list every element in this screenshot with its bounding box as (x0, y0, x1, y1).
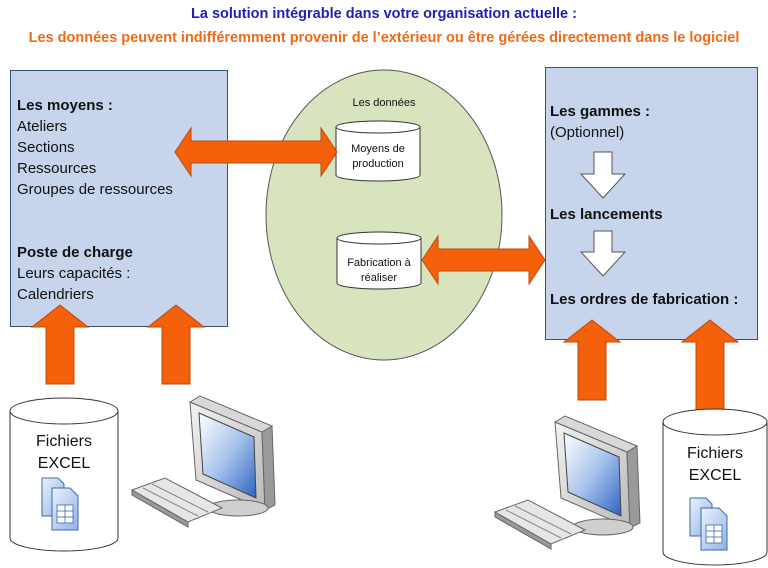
excel-right-label-line2: EXCEL (688, 467, 742, 484)
excel-right-label-line1: Fichiers (686, 445, 743, 462)
diagram-subtitle: Les données peuvent indifféremment prove… (28, 30, 740, 46)
computer-icon (130, 395, 276, 528)
data-zone-ellipse (265, 69, 503, 361)
orders-label: Les ordres de fabrication : (550, 291, 739, 308)
workstation-item: Calendriers (17, 286, 94, 303)
means-item: Ateliers (17, 118, 68, 135)
down-arrow (579, 151, 627, 199)
means-panel: Les moyens : Ateliers Sections Ressource… (10, 70, 228, 327)
launches-label: Les lancements (550, 206, 663, 223)
excel-left-label-line2: EXCEL (37, 455, 91, 472)
diagram-title: La solution intégrable dans votre organi… (191, 6, 577, 22)
db-means-label-line1: Moyens de (351, 143, 405, 155)
means-item: Ressources (17, 160, 97, 177)
ranges-label: Les gammes : (550, 103, 651, 120)
double-arrow-means (174, 126, 338, 178)
means-heading: Les moyens : (17, 97, 113, 114)
db-fabrication-label-line1: Fabrication à (347, 257, 411, 269)
excel-left-label-line1: Fichiers (35, 433, 92, 450)
up-arrow (680, 319, 740, 411)
up-arrow (30, 304, 90, 385)
up-arrow (562, 319, 622, 401)
means-item: Groupes de ressources (17, 181, 173, 198)
db-means-label-line2: production (352, 158, 404, 170)
spreadsheet-icon (689, 497, 728, 551)
production-panel: Les gammes : (Optionnel) Les lancements … (545, 67, 758, 340)
workstation-item: Leurs capacités : (17, 265, 131, 282)
down-arrow (579, 230, 627, 277)
db-fabrication-cylinder (336, 231, 422, 290)
means-item: Sections (17, 139, 75, 156)
excel-files-cylinder-right (662, 408, 768, 566)
workstation-heading: Poste de charge (17, 244, 133, 261)
up-arrow (146, 304, 206, 385)
db-fabrication-label-line2: réaliser (360, 272, 398, 284)
double-arrow-fabrication (421, 234, 546, 286)
excel-files-cylinder-left (9, 397, 119, 552)
computer-icon (493, 415, 641, 550)
db-means-cylinder (335, 120, 421, 182)
data-zone-label: Les données (352, 97, 416, 109)
optional-label: (Optionnel) (550, 124, 625, 141)
spreadsheet-icon (41, 477, 79, 531)
